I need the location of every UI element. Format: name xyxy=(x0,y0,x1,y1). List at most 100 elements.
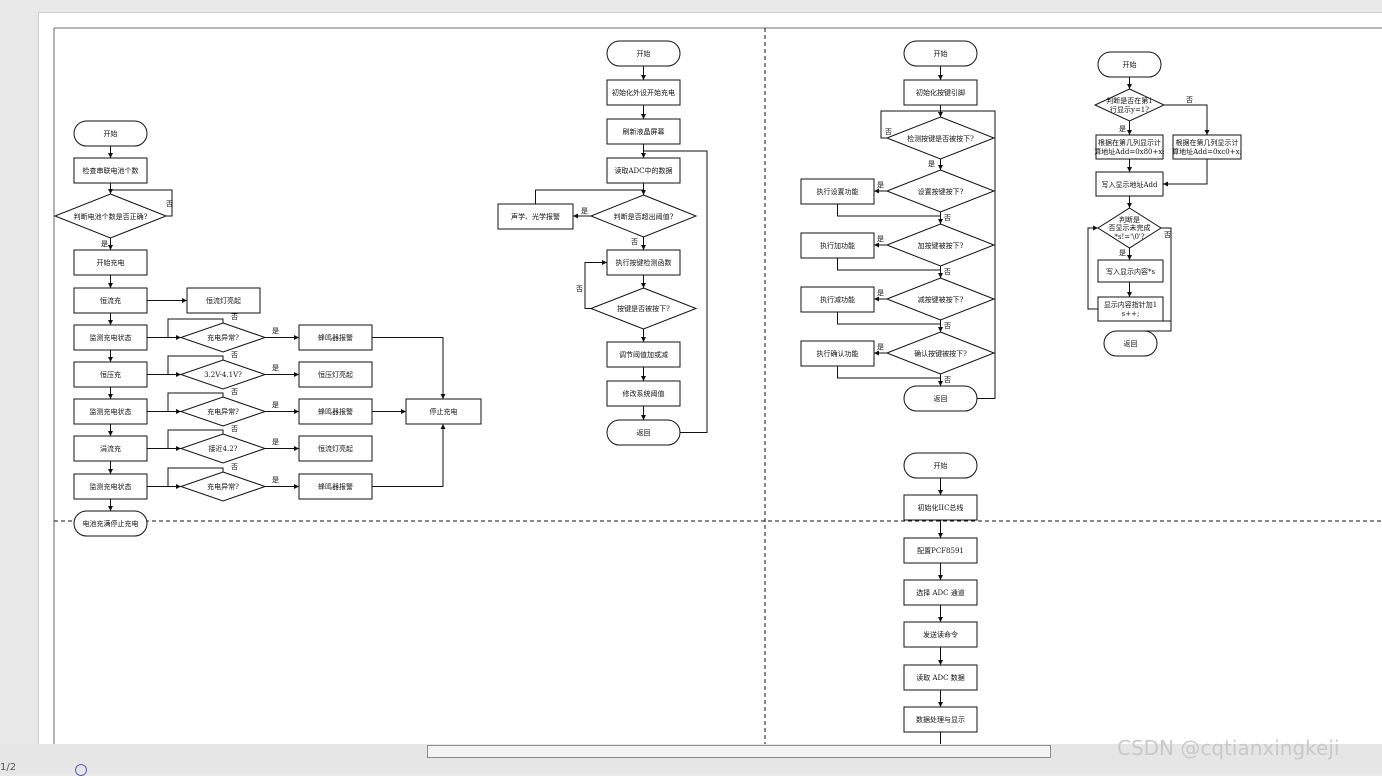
flow-label: 判断是 xyxy=(1119,215,1140,224)
flow-label: 加按键被按下? xyxy=(918,241,964,250)
flow-label: 是 xyxy=(272,476,279,484)
flow-label: s++; xyxy=(1122,310,1140,318)
cv-box xyxy=(73,361,148,388)
flow-label: 否 xyxy=(944,376,951,384)
flow-label: 是 xyxy=(877,181,884,189)
zoom-icon[interactable] xyxy=(75,764,87,776)
charge-end-node xyxy=(73,510,148,537)
flow-label: 初始化按键引脚 xyxy=(916,88,965,97)
flow-label: 判断是否超出阈值? xyxy=(614,212,674,221)
flow-label: 算地址Add=0xc0+x; xyxy=(1172,147,1242,156)
flow-label: 恒流充 xyxy=(100,296,121,305)
cv-cond-diamond xyxy=(179,359,267,390)
flow-label: 执行按键检测函数 xyxy=(616,258,672,267)
flow-label: 是 xyxy=(1119,125,1126,133)
flow-label: 开始 xyxy=(1123,60,1137,69)
flow-label: 根据在第几列显示计 xyxy=(1176,138,1239,147)
flow-label: 执行加功能 xyxy=(820,241,855,250)
flow-label: 蜂鸣器报警 xyxy=(318,407,353,416)
init-box xyxy=(606,79,681,106)
flow-label: 判断电池个数是否正确? xyxy=(74,212,148,221)
flow-label: 蜂鸣器报警 xyxy=(318,482,353,491)
flow-label: 电池充满停止充电 xyxy=(83,519,139,528)
flow-label: 是 xyxy=(928,160,935,168)
flow-label: 确认按键被按下? xyxy=(914,349,967,358)
flow-label: 是 xyxy=(877,289,884,297)
flow-label: 恒流灯亮起 xyxy=(318,444,353,453)
flow-label: 减按键被按下? xyxy=(918,295,964,304)
flow-label: 执行确认功能 xyxy=(817,349,859,358)
flow-label: 开始 xyxy=(104,129,118,138)
flow-label: 是 xyxy=(101,240,108,248)
flow-label: 检测按键是否被按下? xyxy=(907,134,974,143)
flow-label: 否 xyxy=(1186,96,1193,104)
buzzer-box-3 xyxy=(298,473,373,500)
abnormal-diamond-1 xyxy=(179,322,267,353)
flow-label: 写入显示地址Add xyxy=(1101,180,1158,189)
flow-label: 是 xyxy=(877,343,884,351)
flow-label: 开始充电 xyxy=(97,258,125,267)
flow-label: 否 xyxy=(166,200,173,208)
flow-label: 刷新液晶屏幕 xyxy=(623,127,665,136)
flow-label: 返回 xyxy=(934,395,948,403)
row-diamond xyxy=(1093,88,1166,122)
flow-label: 判断是否在第1 xyxy=(1106,96,1152,105)
flow-label: 初始化IIC总线 xyxy=(918,503,964,512)
flow-label: 按键是否被按下? xyxy=(617,304,670,313)
flow-label: 否 xyxy=(885,128,892,136)
flow-label: 恒流灯亮起 xyxy=(206,296,241,305)
write-content-box xyxy=(1097,259,1164,283)
flow-label: 显示内容指针加1 xyxy=(1104,300,1157,309)
lcd-return-node xyxy=(1103,330,1158,357)
flow-label: 否 xyxy=(576,285,583,293)
flow-label: 否 xyxy=(631,238,638,246)
flow-label: 是 xyxy=(272,401,279,409)
flow-label: 监测充电状态 xyxy=(90,333,132,342)
flow-label: 根据在第几列显示计 xyxy=(1098,138,1161,147)
flow-label: 初始化外设开始充电 xyxy=(612,88,675,97)
cc-led-box-2 xyxy=(298,435,373,462)
cc-box xyxy=(73,287,148,314)
adc-flowchart: 开始 初始化IIC总线 配置PCF8591 选择 ADC 通道 发送读命令 读取… xyxy=(903,452,978,745)
flow-label: 执行减功能 xyxy=(820,295,855,304)
flow-label: 否 xyxy=(231,351,238,359)
flow-label: 写入显示内容*s xyxy=(1106,267,1155,276)
flow-label: 恒压灯亮起 xyxy=(318,370,353,379)
flow-label: 充电异常? xyxy=(207,482,239,491)
flow-label: 发送读命令 xyxy=(923,630,958,639)
monitor-box-2 xyxy=(73,398,148,425)
flow-label: 数据处理与显示 xyxy=(916,715,965,724)
flow-label: 调节阈值加或减 xyxy=(619,350,668,359)
lcd-flowchart: 开始 判断是否在第1 行显示y=1? 否 是 根据在第几列显示计 算地址Add=… xyxy=(1087,51,1242,357)
flow-label: 否 xyxy=(231,313,238,321)
abnormal-diamond-2 xyxy=(179,396,267,427)
flow-label: 否显示未完成 xyxy=(1109,223,1151,232)
flow-label: 监测充电状态 xyxy=(90,482,132,491)
flow-label: 是 xyxy=(272,364,279,372)
flow-label: 修改系统阈值 xyxy=(623,389,665,398)
add-fn-box xyxy=(800,232,875,259)
horizontal-scrollbar[interactable] xyxy=(427,745,1051,758)
flow-label: 读取ADC中的数据 xyxy=(614,166,672,175)
flow-label: 是 xyxy=(272,438,279,446)
flow-label: 否 xyxy=(1164,231,1171,239)
flow-label: 充电异常? xyxy=(207,407,239,416)
flow-label: 开始 xyxy=(934,461,948,470)
addr1-box xyxy=(1095,134,1164,160)
flow-label: 行显示y=1? xyxy=(1110,105,1149,114)
key-init-box xyxy=(903,79,978,106)
flow-label: 否 xyxy=(231,425,238,433)
page-indicator: 1/2 xyxy=(0,762,17,773)
set-fn-box xyxy=(800,178,875,205)
send-read-box xyxy=(903,621,978,648)
flow-label: 是 xyxy=(272,327,279,335)
process-box xyxy=(903,706,978,733)
flow-label: 设置按键按下? xyxy=(918,187,964,196)
write-addr-box xyxy=(1095,171,1164,197)
flow-label: 声学、光学报警 xyxy=(511,212,560,221)
flow-label: 3.2V-4.1V? xyxy=(204,371,242,379)
flow-label: 蜂鸣器报警 xyxy=(318,333,353,342)
buzzer-box-2 xyxy=(298,398,373,425)
flowchart-canvas: 开始 检查串联电池个数 判断电池个数是否正确? 否 是 开始充电 恒流充 恒流灯… xyxy=(53,27,1382,745)
flow-label: 读取 ADC 数据 xyxy=(916,673,964,682)
